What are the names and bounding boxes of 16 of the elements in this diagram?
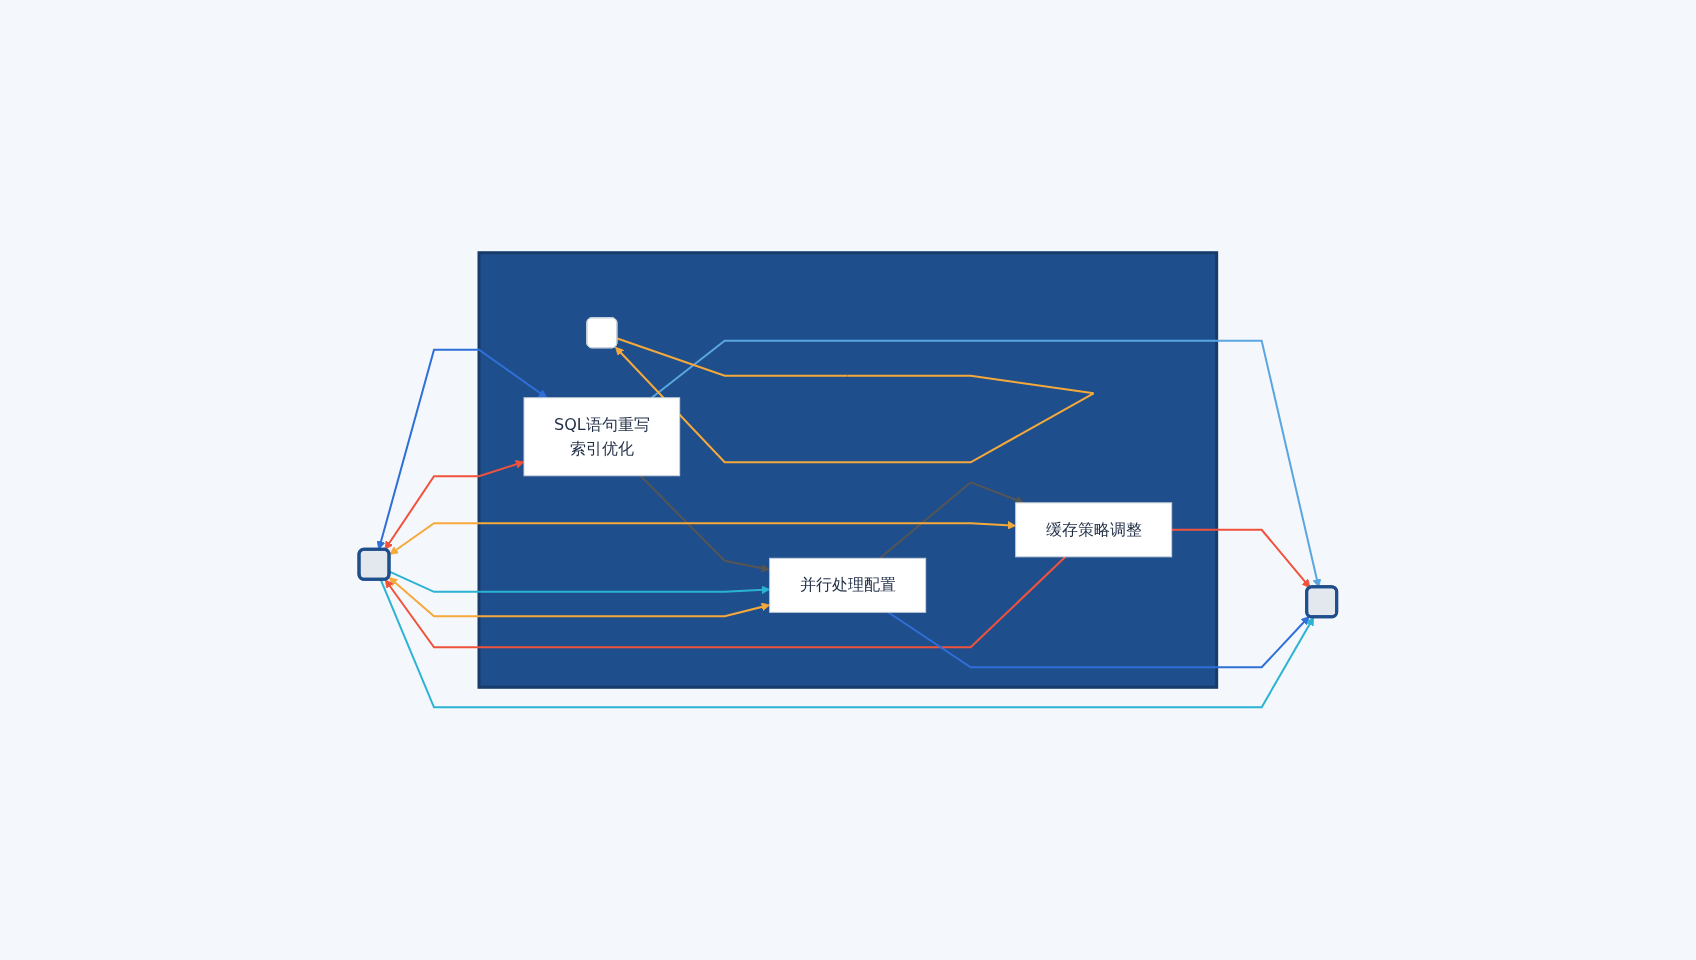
- arrow: [388, 577, 771, 618]
- arrow: [887, 611, 1310, 669]
- arrow: [879, 481, 1025, 560]
- node-box: SQL语句重写 索引优化: [523, 397, 681, 477]
- arrow: [389, 520, 1017, 555]
- cluster: [477, 251, 1219, 689]
- arrow: [384, 460, 525, 550]
- arrow: [639, 474, 771, 573]
- node-box: 缓存策略调整: [1015, 502, 1173, 558]
- arrow: [376, 348, 548, 550]
- arrow: [615, 337, 1095, 464]
- arrow: [650, 339, 1322, 588]
- arrow: [385, 555, 1067, 649]
- node-box: 并行处理配置: [769, 557, 927, 613]
- arrow: [1170, 528, 1311, 589]
- arrow: [379, 578, 1315, 709]
